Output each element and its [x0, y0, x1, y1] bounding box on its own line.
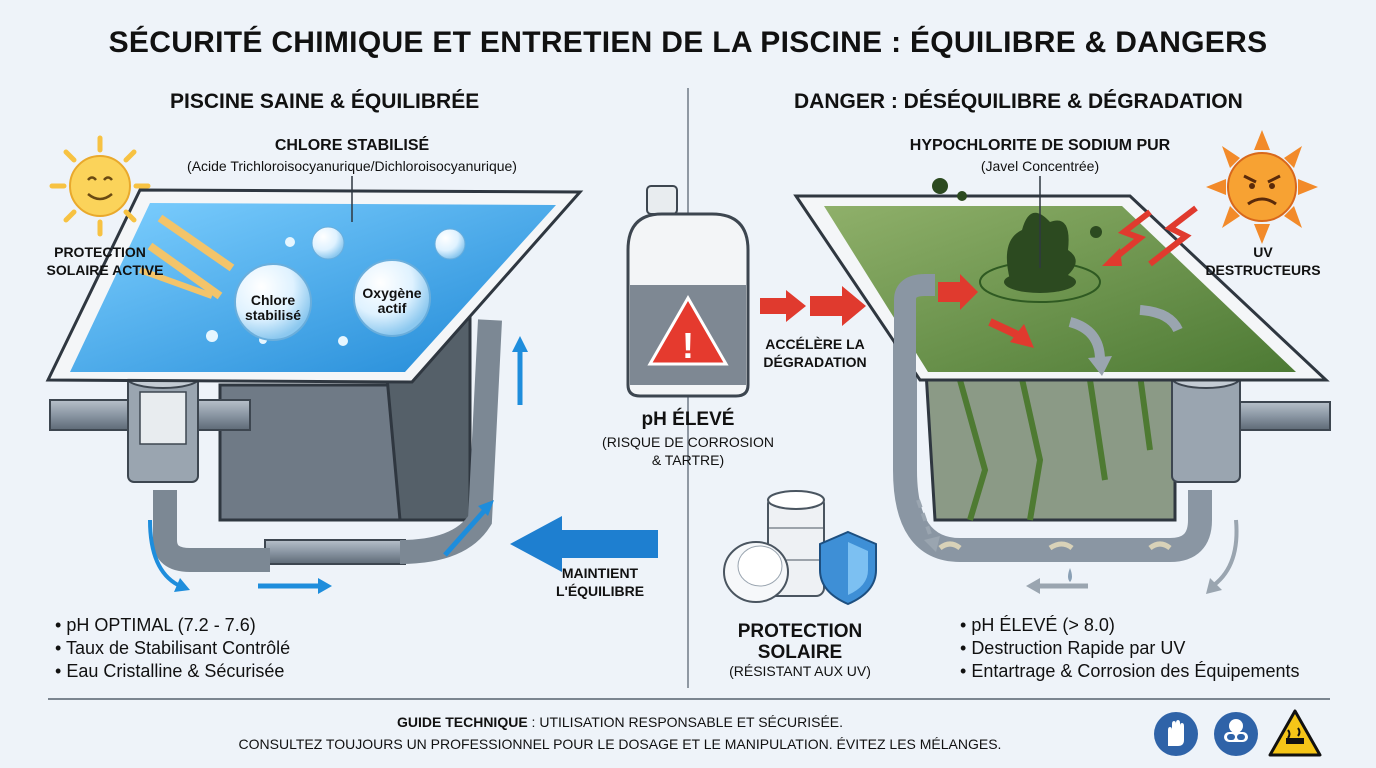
right-heading: DANGER : DÉSÉQUILIBRE & DÉGRADATION: [794, 90, 1243, 113]
bubble-oxygen-line2: actif: [377, 300, 407, 316]
footer-warning: CONSULTEZ TOUJOURS UN PROFESSIONNEL POUR…: [238, 736, 1002, 752]
left-heading: PISCINE SAINE & ÉQUILIBRÉE: [170, 90, 480, 113]
uv-label-line2: DESTRUCTEURS: [1205, 262, 1321, 278]
bubble-oxygen-line1: Oxygène: [362, 285, 422, 301]
ph-sub-line1: (RISQUE DE CORROSION: [602, 434, 774, 450]
healthy-pool: [45, 176, 584, 594]
list-item: pH OPTIMAL (7.2 - 7.6): [55, 614, 290, 637]
chlore-title: CHLORE STABILISÉ: [274, 137, 430, 154]
bubble-chlore-line2: stabilisé: [244, 307, 302, 323]
ph-sub-line2: & TARTRE): [651, 452, 725, 468]
list-item: Entartrage & Corrosion des Équipements: [960, 660, 1299, 683]
uv-label-line1: UV: [1253, 244, 1273, 260]
page-title: SÉCURITÉ CHIMIQUE ET ENTRETIEN DE LA PIS…: [108, 26, 1268, 59]
shield-icon: [819, 530, 877, 606]
diagram-illustration: !: [45, 130, 1331, 606]
happy-sun-icon: [49, 135, 151, 237]
sun-label-line1: PROTECTION: [54, 244, 146, 260]
list-item: Taux de Stabilisant Contrôlé: [55, 637, 290, 660]
bubble-chlore-line1: Chlore: [250, 292, 296, 308]
svg-text:!: !: [682, 325, 694, 366]
hypochlorite-title: HYPOCHLORITE DE SODIUM PUR: [909, 137, 1171, 154]
sun-label-line2: SOLAIRE ACTIVE: [46, 262, 164, 278]
ph-title: pH ÉLEVÉ: [641, 409, 735, 430]
degraded-pool: [793, 176, 1331, 594]
footer-guide: GUIDE TECHNIQUE : UTILISATION RESPONSABL…: [120, 714, 1120, 730]
footer-divider: [48, 698, 1330, 700]
hypochlorite-subtitle: (Javel Concentrée): [980, 158, 1100, 174]
maintain-line1: MAINTIENT: [561, 565, 639, 581]
goggles-icon: [1214, 712, 1258, 756]
accel-line1: ACCÉLÈRE LA: [765, 336, 865, 352]
list-item: Eau Cristalline & Sécurisée: [55, 660, 290, 683]
stabilized-tablets-icon: [723, 490, 825, 603]
left-bullets: pH OPTIMAL (7.2 - 7.6) Taux de Stabilisa…: [55, 614, 290, 683]
list-item: Destruction Rapide par UV: [960, 637, 1300, 660]
gloves-icon: [1154, 712, 1198, 756]
angry-sun-icon: [1206, 130, 1318, 244]
blue-arrow-icon: [510, 516, 658, 572]
list-item: pH ÉLEVÉ (> 8.0): [960, 614, 1300, 637]
protection-title-line1: PROTECTION: [737, 621, 863, 642]
red-arrow-icon: [760, 286, 866, 326]
bleach-jug-icon: !: [626, 185, 750, 398]
guide-label: GUIDE TECHNIQUE: [396, 714, 528, 730]
protection-title-line2: SOLAIRE: [757, 642, 843, 663]
protection-subtitle: (RÉSISTANT AUX UV): [729, 663, 871, 679]
right-bullets: pH ÉLEVÉ (> 8.0) Destruction Rapide par …: [960, 614, 1300, 683]
chlore-subtitle: (Acide Trichloroisocyanurique/Dichlorois…: [187, 158, 517, 174]
guide-text: : UTILISATION RESPONSABLE ET SÉCURISÉE.: [527, 714, 844, 730]
corrosive-warning-icon: [1268, 709, 1322, 757]
maintain-line2: L'ÉQUILIBRE: [555, 583, 645, 599]
accel-line2: DÉGRADATION: [763, 354, 867, 370]
